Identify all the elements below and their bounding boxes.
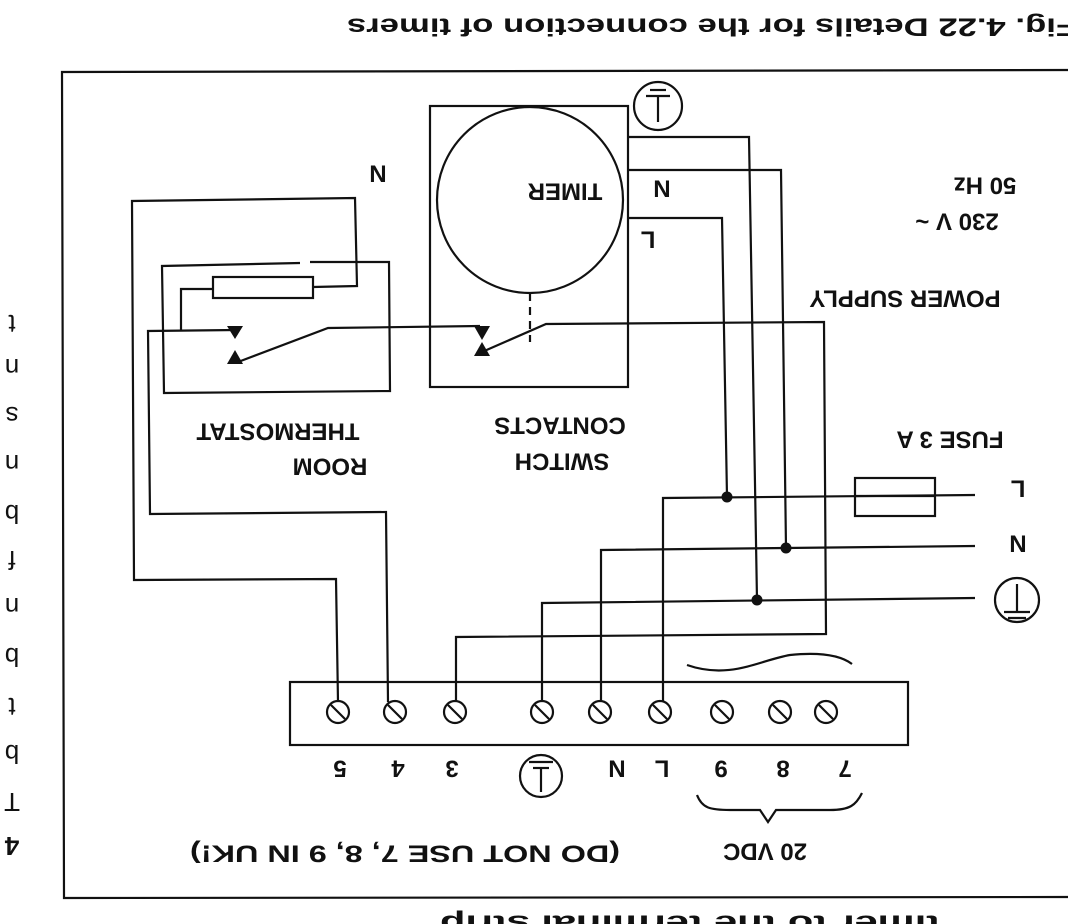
- terminal-label-9: 9: [714, 755, 727, 782]
- dc-brace: [695, 792, 863, 824]
- screw-slot: [447, 704, 463, 720]
- supply-line-n: [599, 544, 976, 702]
- wire-switch-to-terminal-3: [454, 320, 828, 702]
- terminal-screw-icon: [529, 699, 555, 725]
- margin-letter: t: [8, 309, 16, 339]
- thermostat-line2: THERMOSTAT: [196, 418, 359, 445]
- terminal-label-3: 3: [445, 755, 458, 782]
- terminal-label-7: 7: [838, 755, 851, 782]
- terminal-screw-icon: [767, 699, 793, 725]
- power-supply-label: POWER SUPPLY: [809, 285, 1000, 312]
- margin-letter: b: [5, 739, 19, 769]
- wire-n-to-terminal-5: [130, 196, 359, 703]
- wire-to-terminal-4: [146, 328, 390, 703]
- terminal-screw-icon: [382, 699, 408, 725]
- contact-arrow-up: [474, 342, 490, 356]
- supply-l-label: L: [1011, 475, 1026, 502]
- screw-slot: [534, 704, 550, 720]
- timer-label: TIMER: [528, 178, 603, 205]
- thermostat-box: [160, 260, 392, 395]
- terminal-screws: [325, 699, 839, 725]
- terminal-block: [288, 680, 910, 747]
- thermostat-line1: ROOM: [293, 453, 368, 480]
- terminal-label-4: 4: [391, 755, 405, 782]
- figure-caption: Fig. 4.22 Details for the connection of …: [347, 12, 1068, 40]
- timer-unit: TIMER N L SWITCH CONTACTS: [428, 104, 671, 475]
- junction-dot: [751, 594, 763, 606]
- contact-arrow-down: [227, 326, 243, 339]
- bottom-cut-text: timer to the terminal strip: [440, 909, 940, 924]
- earth-icon: [993, 576, 1041, 624]
- margin-letter: n: [5, 449, 19, 479]
- thermostat-switch-blade: [237, 324, 481, 364]
- screw-slot: [818, 704, 834, 720]
- margin-letter: T: [4, 787, 20, 817]
- wire-timer-l: [628, 216, 729, 498]
- timer-box: [428, 104, 630, 389]
- frequency-label: 50 Hz: [954, 172, 1017, 199]
- screw-slot: [652, 704, 668, 720]
- terminal-screw-icon: [647, 699, 673, 725]
- screw-slot: [592, 704, 608, 720]
- margin-text: 4 T b t b n f b n s n t: [4, 309, 20, 861]
- junction-dot: [780, 542, 792, 554]
- margin-letter: b: [5, 499, 19, 529]
- voltage-label: 230 V ~: [915, 208, 998, 235]
- screw-slot: [387, 704, 403, 720]
- terminal-label-5: 5: [333, 755, 346, 782]
- contact-arrow-down: [474, 326, 490, 340]
- margin-letter: s: [6, 401, 19, 431]
- fuse-label: FUSE 3 A: [896, 426, 1003, 453]
- terminal-screw-icon: [442, 699, 468, 725]
- resistor-wire: [179, 287, 213, 330]
- thermostat-n-label: N: [369, 160, 386, 187]
- heater-resistor: [211, 275, 315, 300]
- switch-contacts-line2: CONTACTS: [494, 412, 626, 439]
- switch-contacts-line1: SWITCH: [515, 448, 610, 475]
- junction-dot: [721, 491, 733, 503]
- figure-frame: [60, 68, 1068, 900]
- wire-timer-n: [628, 168, 788, 549]
- terminal-screw-icon: [813, 699, 839, 725]
- terminal-screw-icon: [587, 699, 613, 725]
- margin-letter: n: [5, 353, 19, 383]
- margin-letter: f: [8, 545, 16, 575]
- terminal-label-n: N: [608, 755, 625, 782]
- room-thermostat: N ROOM THERMOSTAT: [130, 160, 481, 703]
- uk-warning-note: (DO NOT USE 7, 8, 9 IN UK!): [190, 840, 620, 867]
- screw-slot: [772, 704, 788, 720]
- terminal-label-l: L: [655, 755, 670, 782]
- supply-line-earth: [540, 596, 976, 702]
- margin-letter: n: [5, 592, 19, 622]
- ac-tilde-mark: [686, 652, 853, 672]
- earth-icon: [518, 753, 564, 799]
- terminal-screw-icon: [325, 699, 351, 725]
- terminal-screw-icon: [709, 699, 735, 725]
- margin-letter: 4: [4, 831, 19, 861]
- timer-l-label: L: [641, 226, 656, 253]
- screw-slot: [714, 704, 730, 720]
- wire-timer-earth: [628, 135, 759, 601]
- dc-voltage-label: 20 VDC: [723, 838, 807, 865]
- terminal-label-8: 8: [776, 755, 789, 782]
- screw-slot: [330, 704, 346, 720]
- margin-letter: t: [8, 692, 16, 722]
- supply-n-label: N: [1009, 530, 1026, 557]
- terminal-strip: 5 4 3 N L 9 8 7 20 VDC (DO NOT USE 7, 8,…: [190, 680, 910, 867]
- margin-letter: b: [5, 642, 19, 672]
- earth-icon: [632, 80, 684, 132]
- timer-n-label: N: [653, 175, 670, 202]
